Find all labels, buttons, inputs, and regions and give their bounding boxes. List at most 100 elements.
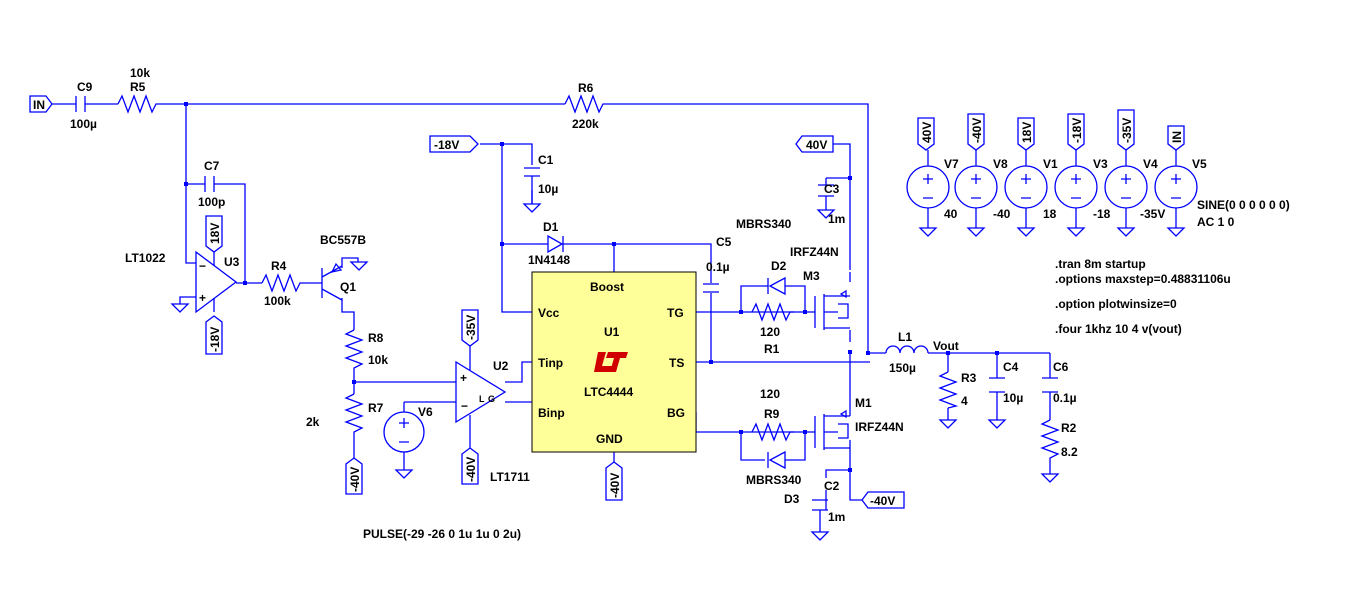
svg-text:V6: V6 [418, 405, 433, 419]
svg-text:LT1711: LT1711 [490, 470, 530, 484]
svg-text:0.1µ: 0.1µ [706, 260, 730, 274]
svg-text:-40V: -40V [464, 457, 478, 482]
capacitor-c4: C4 10µ [989, 360, 1023, 405]
svg-text:10µ: 10µ [1003, 391, 1023, 405]
svg-text:R1: R1 [764, 342, 780, 356]
svg-text:-40V: -40V [870, 494, 895, 508]
pulse-spec: PULSE(-29 -26 0 1u 1u 0 2u) [363, 527, 521, 541]
directive-plotwinsize: .option plotwinsize=0 [1055, 297, 1177, 311]
voltage-source-v8: V8 -40 [954, 150, 1011, 228]
svg-text:GND: GND [596, 432, 623, 446]
svg-text:U1: U1 [604, 325, 620, 339]
resistor-r3: R3 4 [938, 371, 977, 409]
svg-text:D3: D3 [784, 492, 800, 506]
svg-text:R9: R9 [764, 407, 780, 421]
svg-text:10µ: 10µ [538, 182, 558, 196]
svg-text:120: 120 [760, 387, 780, 401]
directive-tran: .tran 8m startup [1055, 257, 1146, 271]
svg-text:V8: V8 [993, 157, 1008, 171]
mosfet-m3: M3 IRFZ44N [790, 245, 850, 330]
chip-u1-ltc4444: Boost Vcc Tinp Binp GND TG TS BG U1 LTC4… [531, 271, 697, 453]
svg-text:18: 18 [1043, 207, 1057, 221]
svg-text:G: G [488, 394, 495, 404]
svg-text:100µ: 100µ [70, 117, 97, 131]
mosfet-m1: M1 IRFZ44N [814, 392, 904, 450]
svg-text:LT1022: LT1022 [125, 251, 166, 265]
net-label-src-v4: -35V [1117, 109, 1135, 151]
svg-text:10k: 10k [130, 66, 150, 80]
svg-text:U2: U2 [493, 359, 509, 373]
svg-text:R4: R4 [271, 259, 287, 273]
svg-text:IN: IN [33, 98, 45, 112]
svg-text:C5: C5 [716, 235, 732, 249]
svg-text:Tinp: Tinp [538, 356, 563, 370]
svg-text:L1: L1 [898, 330, 912, 344]
net-label-neg40-u2: -40V [461, 447, 479, 485]
comparator-u2: + − L G U2 LT1711 [455, 359, 530, 484]
svg-text:−: − [199, 259, 206, 273]
svg-text:18V: 18V [1020, 122, 1034, 143]
net-label-neg40-r7: -40V [345, 457, 363, 495]
svg-text:2k: 2k [306, 415, 320, 429]
svg-text:-40V: -40V [348, 467, 362, 492]
svg-text:SINE(0 0 0 0 0 0): SINE(0 0 0 0 0 0) [1197, 198, 1290, 212]
svg-text:IN: IN [1170, 131, 1184, 143]
svg-text:R8: R8 [368, 331, 384, 345]
svg-text:TG: TG [667, 306, 684, 320]
svg-text:−: − [461, 399, 468, 413]
svg-text:MBRS340: MBRS340 [746, 473, 802, 487]
svg-text:+: + [199, 291, 206, 305]
resistor-r4: R4 100k [261, 259, 302, 308]
svg-text:-18: -18 [1093, 207, 1111, 221]
lt-logo [594, 352, 628, 372]
svg-text:D2: D2 [771, 259, 787, 273]
svg-text:AC 1 0: AC 1 0 [1197, 215, 1235, 229]
voltage-source-v7: V7 40 [906, 150, 959, 228]
net-label-src-v7: 40V [917, 117, 935, 151]
net-label-neg18-u3: -18V [205, 315, 223, 355]
svg-text:+: + [460, 371, 467, 385]
svg-text:4: 4 [961, 394, 968, 408]
svg-text:-18V: -18V [208, 327, 222, 352]
svg-text:-35V: -35V [1140, 207, 1165, 221]
svg-text:R3: R3 [961, 371, 977, 385]
resistor-r5: 10k R5 [117, 66, 160, 114]
svg-text:220k: 220k [572, 117, 599, 131]
svg-text:R7: R7 [368, 401, 384, 415]
net-label-src-v1: 18V [1017, 117, 1035, 151]
capacitor-c1: C1 10µ [524, 153, 558, 204]
svg-text:C2: C2 [824, 479, 840, 493]
resistor-r2: R2 8.2 [1040, 419, 1078, 462]
net-label-neg35-u2: -35V [461, 309, 479, 347]
svg-text:-40: -40 [993, 207, 1011, 221]
voltage-source-v1: V1 18 [1004, 150, 1058, 228]
svg-text:BG: BG [667, 406, 685, 420]
svg-text:Vcc: Vcc [538, 306, 560, 320]
net-label-src-v3: -18V [1067, 113, 1085, 151]
resistor-r1: 120 R1 [751, 302, 794, 356]
svg-text:-35V: -35V [1120, 118, 1134, 143]
vout-label: Vout [933, 339, 959, 353]
capacitor-c3: C3 1m [818, 182, 845, 226]
svg-text:-18V: -18V [434, 138, 459, 152]
directive-maxstep: .options maxstep=0.48831106u [1055, 272, 1231, 286]
svg-text:10k: 10k [368, 353, 388, 367]
svg-text:MBRS340: MBRS340 [736, 217, 792, 231]
diode-d1: D1 1N4148 [528, 220, 582, 267]
svg-text:R6: R6 [578, 81, 594, 95]
svg-text:8.2: 8.2 [1061, 445, 1078, 459]
spice-directives: .tran 8m startup .options maxstep=0.4883… [1055, 257, 1231, 336]
svg-text:120: 120 [760, 325, 780, 339]
svg-text:Binp: Binp [538, 406, 565, 420]
svg-text:V5: V5 [1192, 157, 1207, 171]
svg-text:150µ: 150µ [889, 361, 916, 375]
svg-text:40: 40 [944, 207, 958, 221]
svg-text:-40V: -40V [608, 473, 622, 498]
svg-text:L: L [479, 394, 485, 404]
svg-text:C3: C3 [824, 182, 840, 196]
svg-text:1N4148: 1N4148 [528, 253, 570, 267]
net-label-pos40-top: 40V [795, 135, 834, 153]
svg-text:M3: M3 [803, 269, 820, 283]
capacitor-c9: C9 100µ [70, 80, 97, 131]
svg-text:IRFZ44N: IRFZ44N [790, 245, 839, 259]
